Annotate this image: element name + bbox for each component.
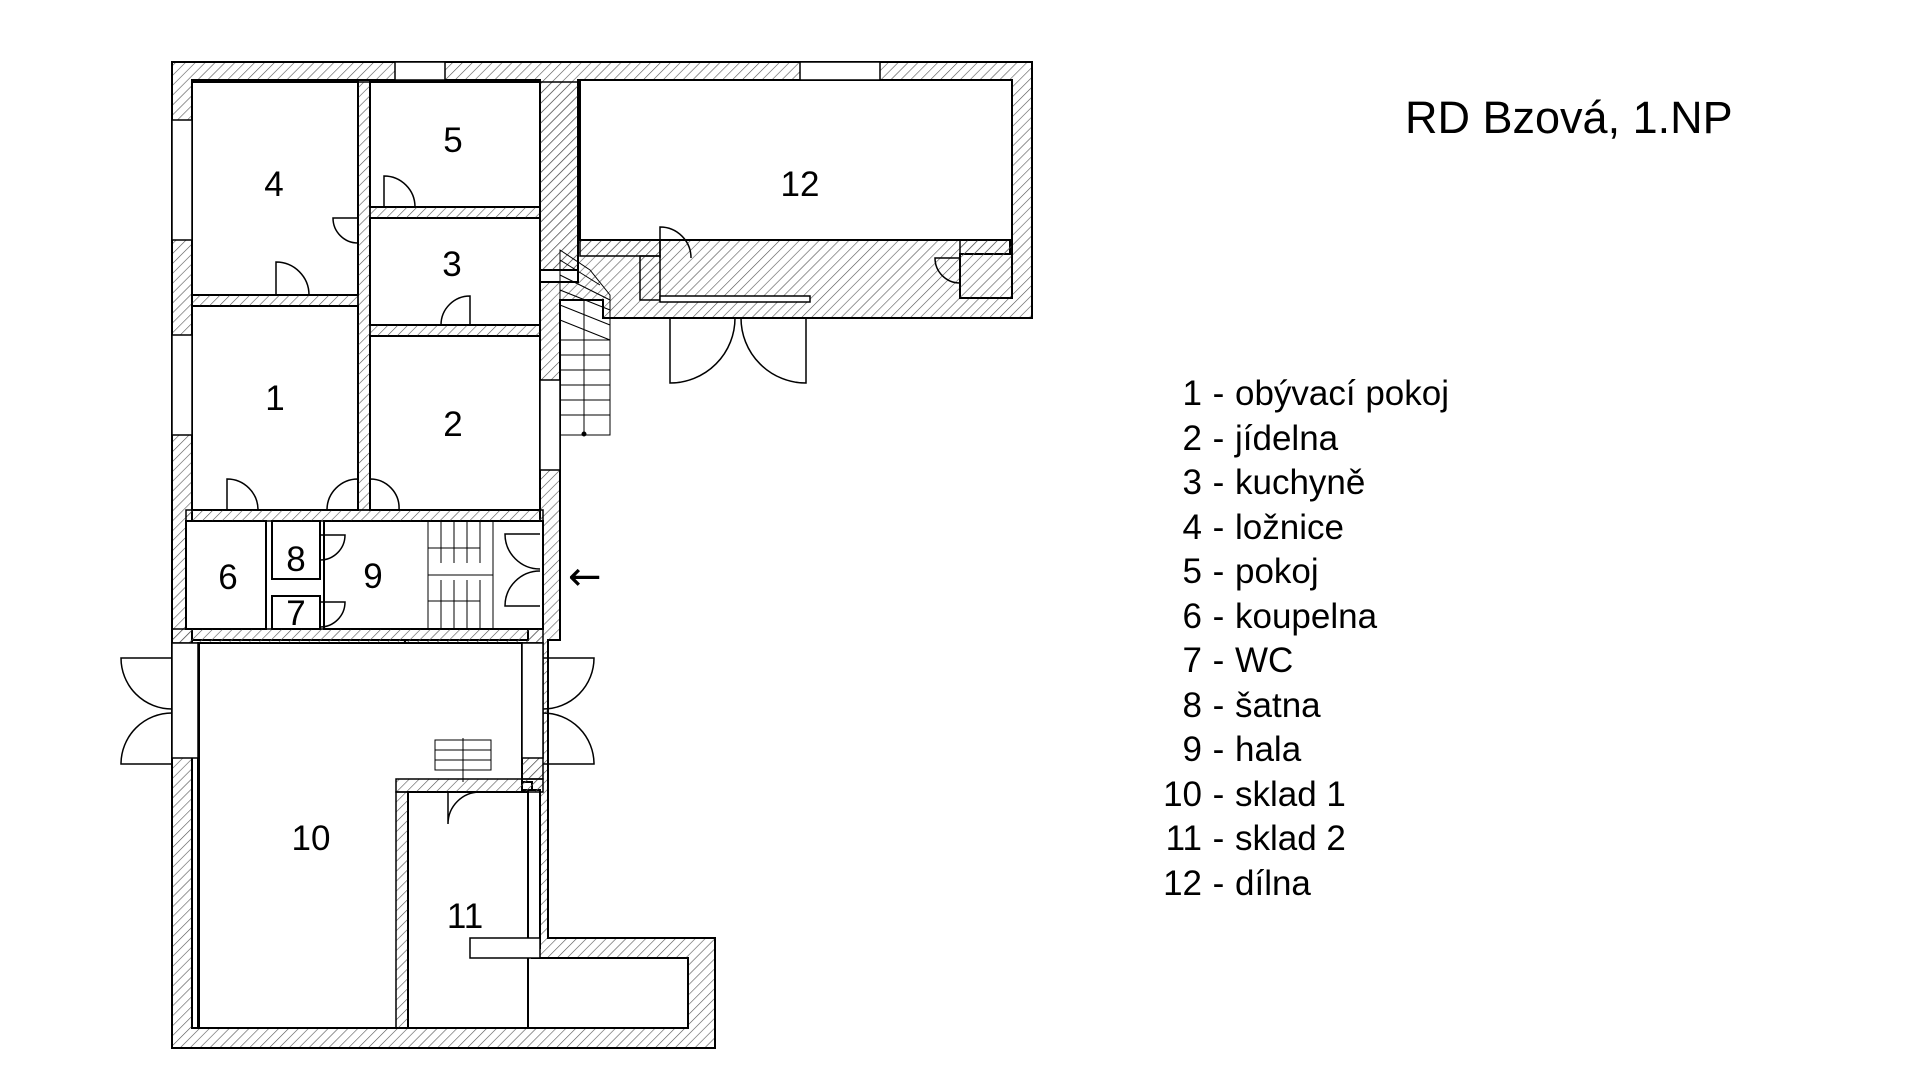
legend-item: 1-obývací pokoj [1140,372,1450,417]
staircase-storage [434,738,492,782]
legend-item: 12-dílna [1140,862,1449,907]
room-legend: 1-obývací pokoj 2-jídelna 3-kuchyně 4-lo… [1140,372,1449,906]
legend-number: 7 [1182,641,1202,680]
room-labels: 1 2 3 4 5 6 7 8 9 10 11 12 [218,121,819,936]
room-label-11: 11 [447,897,483,936]
room-label-7: 7 [286,594,305,633]
legend-name: dílna [1235,863,1311,903]
legend-item: 10-sklad 1 [1140,773,1449,818]
legend-item: 8-šatna [1140,684,1449,729]
legend-item: 2-jídelna [1140,417,1449,462]
room-7-outline [271,595,321,630]
legend-item: 7-WC [1140,639,1449,684]
legend-item: 4-ložnice [1140,506,1449,551]
legend-number: 5 [1182,552,1202,591]
legend-name: kuchyně [1235,463,1366,502]
staircase-main [559,249,611,437]
room-label-2: 2 [443,405,462,444]
legend-item: 3-kuchyně [1140,461,1449,506]
room-label-10: 10 [292,819,331,858]
legend-number: 1 [1182,374,1202,413]
room-label-6: 6 [218,558,237,597]
legend-number: 9 [1182,730,1202,769]
legend-name: jídelna [1235,418,1339,458]
doors [120,175,961,825]
legend-number: 11 [1165,819,1202,858]
legend-number: 12 [1163,863,1202,903]
legend-number: 8 [1182,685,1202,725]
legend-item: 6-koupelna [1140,595,1449,640]
legend-name: obývací pokoj [1235,374,1450,413]
room-12-outline [579,79,1013,241]
room-11-outline [407,791,529,1029]
legend-number: 6 [1182,596,1202,636]
room-label-3: 3 [442,245,461,284]
legend-name: sklad 2 [1235,819,1346,858]
legend-number: 10 [1163,774,1202,814]
legend-item: 9-hala [1140,728,1449,773]
legend-name: pokoj [1235,552,1319,591]
left-arrow-icon: ← [568,554,602,600]
room-label-1: 1 [265,379,284,418]
room-label-12: 12 [781,165,820,204]
legend-number: 4 [1182,507,1202,547]
room-label-5: 5 [443,121,462,160]
room-label-8: 8 [286,540,305,579]
plan-title: RD Bzová, 1.NP [1405,92,1733,143]
legend-item: 5-pokoj [1140,550,1449,595]
legend-number: 2 [1182,418,1202,458]
legend-name: sklad 1 [1235,774,1346,814]
room-label-9: 9 [363,557,382,596]
legend-name: WC [1235,641,1294,680]
windows [171,61,881,959]
legend-name: hala [1235,730,1302,769]
room-8-outline [271,520,321,580]
room-label-4: 4 [264,165,283,204]
legend-name: šatna [1235,685,1321,725]
staircase-hall [427,520,494,630]
legend-name: ložnice [1235,507,1344,547]
room-outlines [185,79,1013,1029]
legend-number: 3 [1182,463,1202,502]
partition-walls [171,81,1013,1029]
legend-name: koupelna [1235,596,1378,636]
legend-item: 11-sklad 2 [1140,817,1449,862]
